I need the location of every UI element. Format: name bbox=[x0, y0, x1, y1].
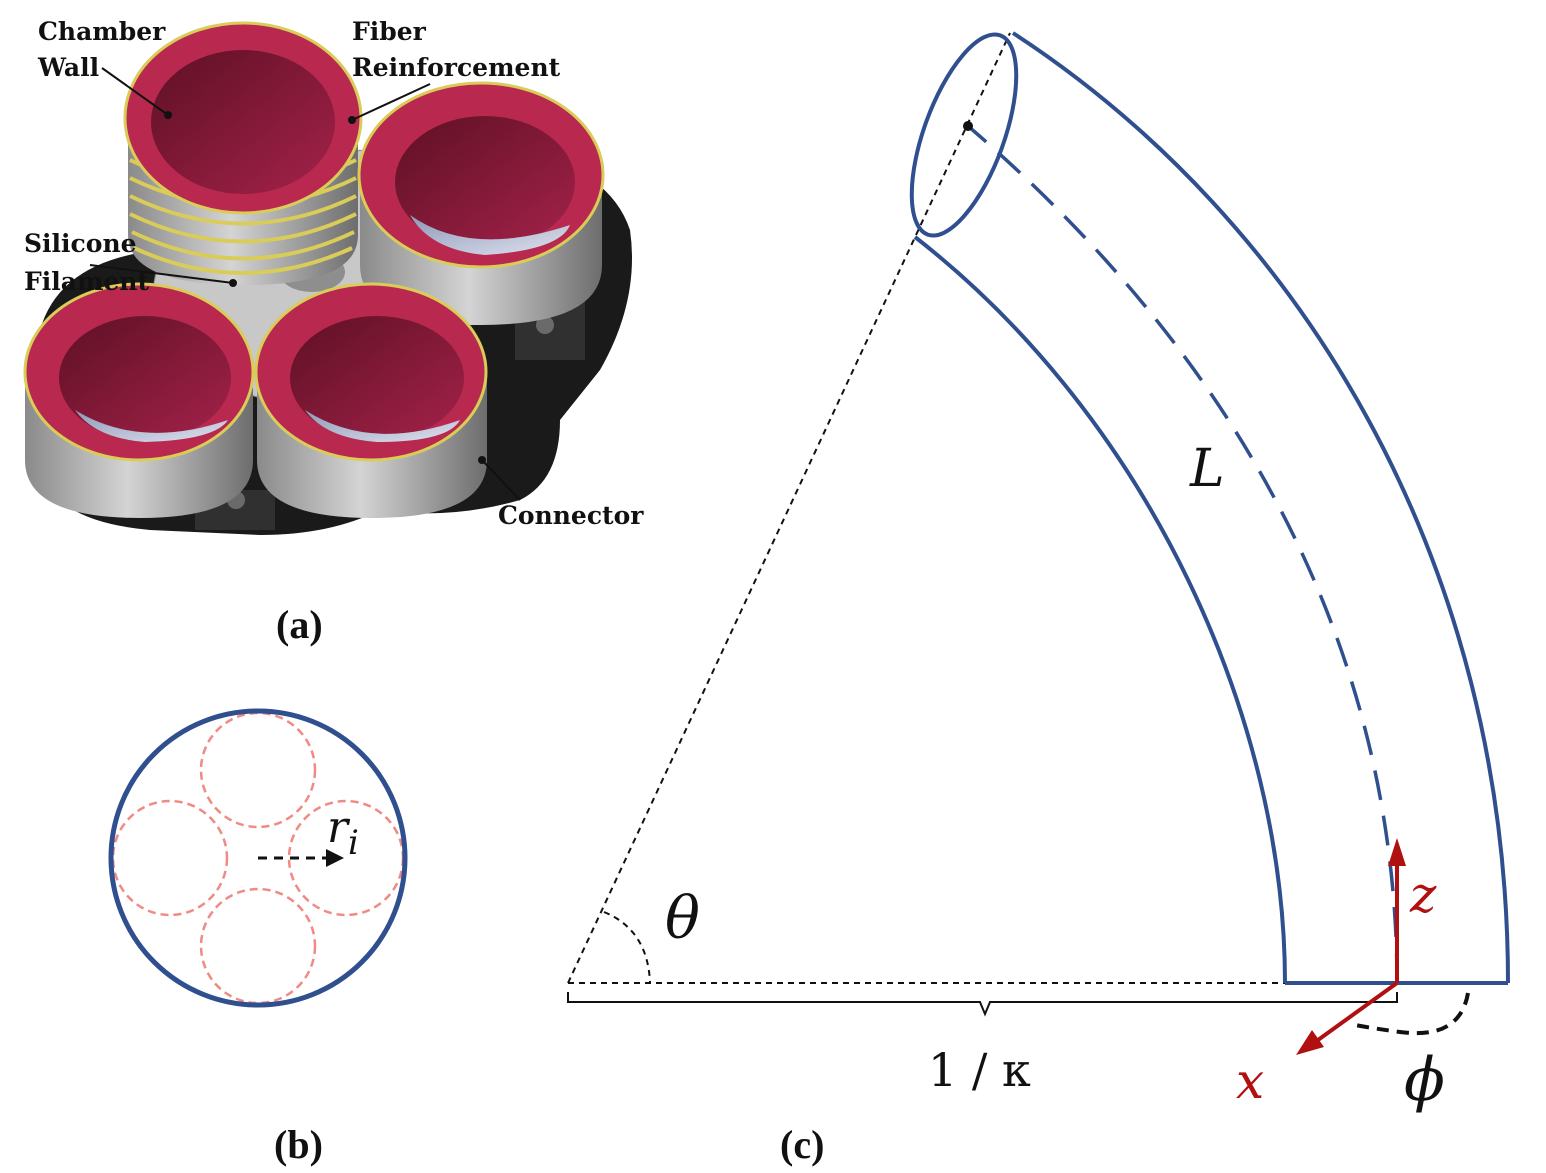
callout-leaders bbox=[89, 67, 521, 501]
label-chamber-wall-2: Wall bbox=[37, 53, 99, 82]
panel-label-a: (a) bbox=[276, 602, 323, 647]
x-axis-label: x bbox=[1236, 1052, 1264, 1110]
cross-section bbox=[108, 708, 408, 1008]
chamber-front-right bbox=[254, 282, 488, 518]
x-axis bbox=[1316, 981, 1399, 1042]
z-axis-label: z bbox=[1409, 866, 1437, 924]
panel-label-c: (c) bbox=[780, 1122, 824, 1167]
angle-symbol: θ bbox=[665, 884, 700, 952]
label-silicone-1: Silicone bbox=[24, 229, 137, 258]
connector-hole-right bbox=[536, 316, 554, 334]
radius-arrowhead bbox=[326, 849, 344, 867]
actuator-illustration bbox=[23, 21, 632, 535]
bending-model bbox=[567, 31, 1510, 1055]
callout-dots bbox=[164, 111, 486, 464]
chamber-front-left bbox=[23, 282, 255, 518]
label-connector: Connector bbox=[498, 501, 644, 530]
length-symbol: L bbox=[1189, 439, 1225, 499]
x-axis-arrowhead bbox=[1296, 1030, 1324, 1055]
curvature-brace bbox=[567, 992, 1398, 1017]
curvature-label: 1 / κ bbox=[928, 1043, 1031, 1097]
label-silicone-2: Filament bbox=[24, 267, 149, 296]
tube-outline bbox=[909, 31, 1510, 985]
chamber-back-left bbox=[123, 21, 363, 285]
rotation-symbol: ϕ bbox=[1404, 1045, 1445, 1115]
z-axis-arrowhead bbox=[1388, 838, 1406, 866]
panel-label-b: (b) bbox=[274, 1122, 323, 1167]
label-chamber-wall-1: Chamber bbox=[38, 17, 166, 46]
rotation-arc bbox=[1349, 992, 1470, 1036]
label-fiber-1: Fiber bbox=[352, 17, 427, 46]
construction-lines bbox=[567, 32, 1395, 984]
center-point bbox=[963, 121, 973, 131]
outer-circle bbox=[108, 708, 408, 1008]
radius-symbol: ri bbox=[327, 802, 359, 863]
centerline-dashed bbox=[966, 124, 1399, 984]
label-fiber-2: Reinforcement bbox=[352, 53, 561, 82]
chamber-right bbox=[357, 81, 605, 325]
